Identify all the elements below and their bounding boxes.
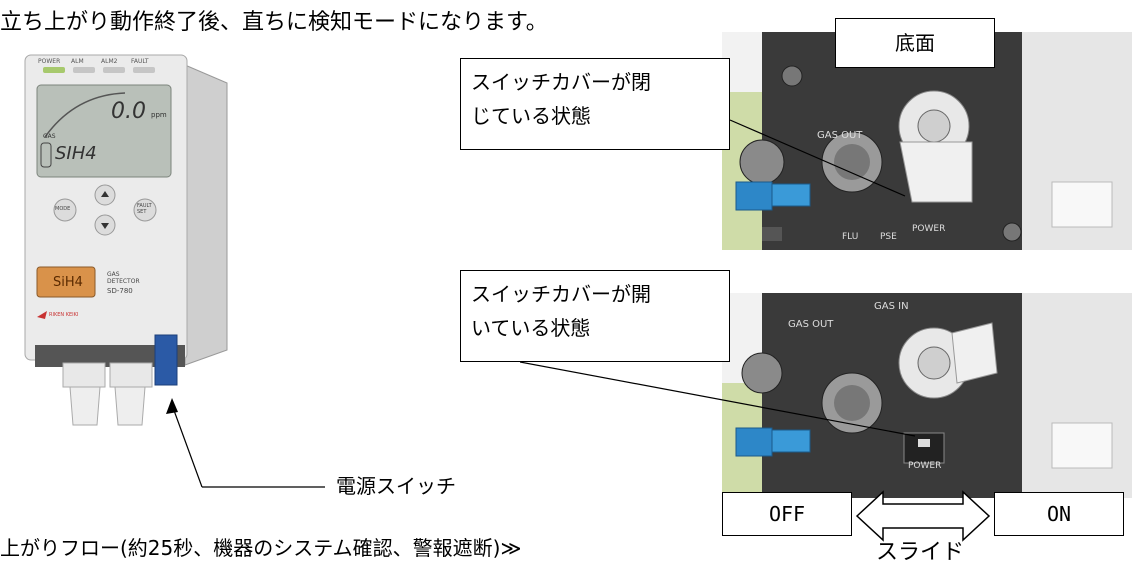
led-label-alm2: ALM2: [101, 58, 118, 65]
off-label: OFF: [768, 502, 806, 526]
cover-closed-pointer: [730, 119, 906, 197]
cover-open-callout: スイッチカバーが開 いている状態: [460, 270, 730, 362]
on-label: ON: [1046, 502, 1072, 526]
cover-closed-callout: スイッチカバーが閉 じている状態: [460, 58, 730, 150]
panel-flu-label: FLU: [842, 232, 859, 242]
bottom-face-label: 底面: [895, 31, 935, 55]
panel-pse-label: PSE: [880, 232, 897, 242]
lcd-small-label: GAS: [43, 133, 56, 140]
lcd-gas-name: SIH4: [55, 143, 97, 164]
product-line1: GAS: [107, 271, 120, 278]
product-model: SD-780: [107, 287, 133, 295]
panel-power-label: POWER: [912, 224, 946, 234]
cover-closed-line2: じている状態: [471, 104, 591, 128]
mode-button-label: MODE: [55, 206, 71, 212]
lcd-value: 0.0: [111, 99, 146, 124]
cover-open-pointer: [520, 362, 916, 437]
lower-display-text: SiH4: [53, 275, 83, 290]
panel-photo-cover-closed: GAS OUT POWER FLU PSE: [722, 32, 1132, 250]
led-label-alm: ALM: [71, 58, 84, 65]
power-switch-pointer: [166, 398, 325, 488]
intro-text: 立ち上がり動作終了後、直ちに検知モードになります。: [0, 10, 548, 35]
gas-detector-photo: POWER ALM ALM2 FAULT 0.0 ppm GAS SIH4 MO…: [15, 45, 230, 435]
bottom-face-label-box: 底面: [835, 18, 995, 68]
product-line2: DETECTOR: [107, 278, 140, 285]
panel-photo-cover-open: GAS OUT GAS IN POWER: [722, 293, 1132, 498]
brand-logo-text: RIKEN KEIKI: [49, 312, 79, 318]
power-switch-label: 電源スイッチ: [336, 474, 456, 498]
off-label-box: OFF: [722, 492, 852, 536]
panel-gas-out-label: GAS OUT: [817, 130, 863, 141]
fault-set-button-label: FAULT SET: [137, 203, 152, 215]
panel-gas-in-label: GAS IN: [874, 301, 909, 312]
led-label-fault: FAULT: [131, 58, 149, 65]
lcd-unit: ppm: [151, 111, 167, 119]
on-label-box: ON: [994, 492, 1124, 536]
panel-power-label-2: POWER: [908, 461, 942, 471]
slide-label: スライド: [876, 540, 965, 565]
cover-open-line1: スイッチカバーが開: [471, 282, 651, 306]
cover-open-line2: いている状態: [471, 316, 591, 340]
panel-gas-out-label-2: GAS OUT: [788, 319, 834, 330]
led-label-power: POWER: [38, 58, 61, 65]
slide-double-arrow-icon: [855, 490, 991, 542]
cover-closed-line1: スイッチカバーが閉: [471, 70, 651, 94]
bottom-flow-text: 上がりフロー(約25秒、機器のシステム確認、警報遮断)≫: [0, 536, 522, 560]
